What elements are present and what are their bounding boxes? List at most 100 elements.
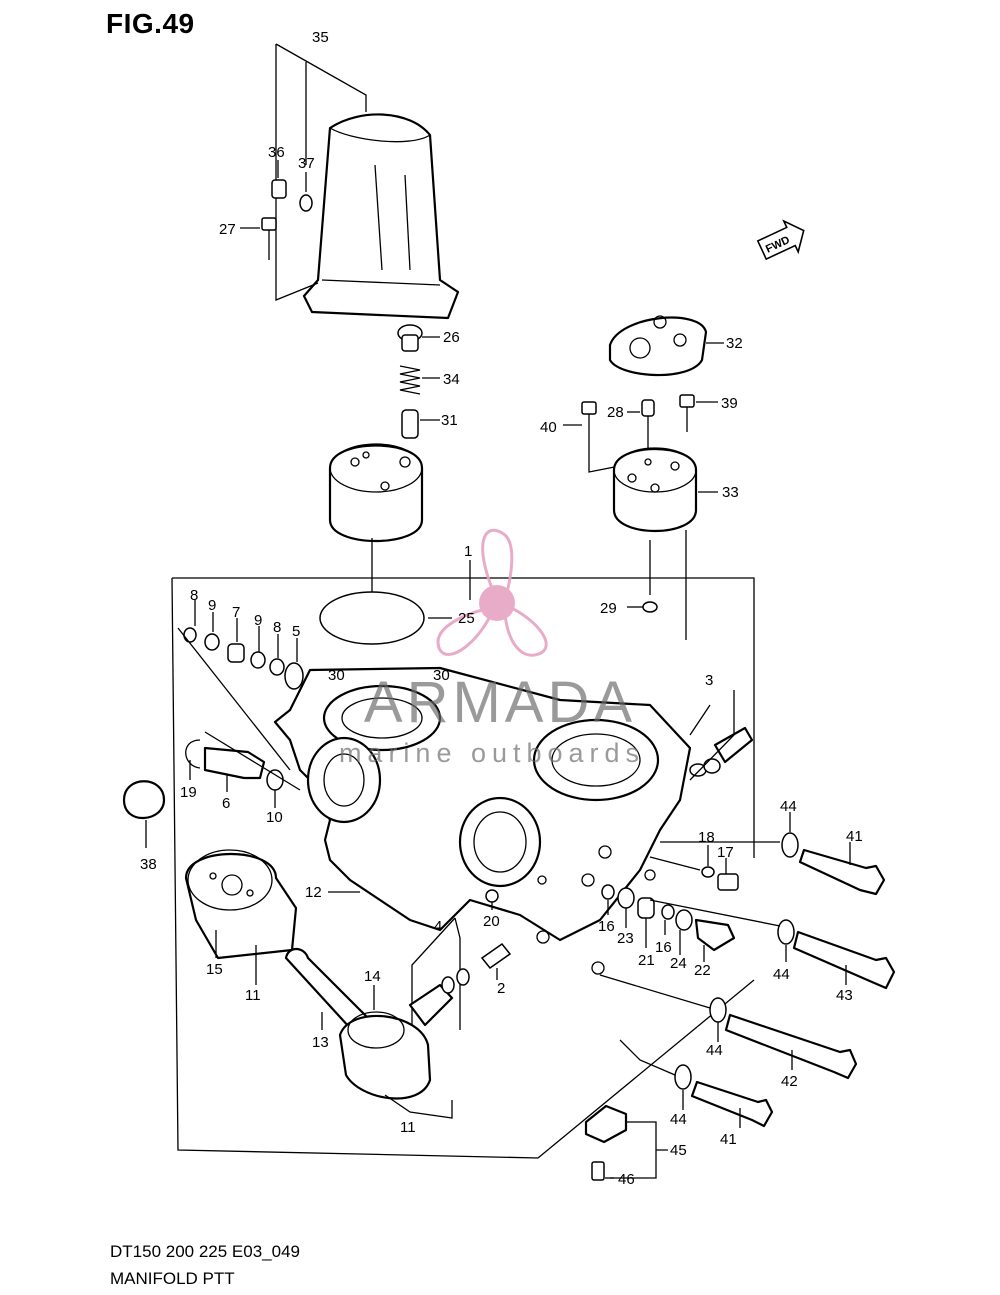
bolt-41a[interactable] xyxy=(798,848,886,896)
callout-16a: 16 xyxy=(598,918,615,935)
valve-body-33[interactable] xyxy=(612,447,698,533)
callout-12: 12 xyxy=(305,884,322,901)
callout-4: 4 xyxy=(434,918,442,935)
callout-8b: 8 xyxy=(273,619,281,636)
callout-5: 5 xyxy=(292,623,300,640)
figure-name: MANIFOLD PTT xyxy=(110,1269,235,1288)
callout-35: 35 xyxy=(312,29,329,46)
valve-26[interactable] xyxy=(397,324,423,352)
callout-27: 27 xyxy=(219,221,236,238)
callout-1: 1 xyxy=(464,543,472,560)
valve-28[interactable] xyxy=(641,399,655,417)
callout-24: 24 xyxy=(670,955,687,972)
piston-14[interactable] xyxy=(338,1011,432,1100)
circlip-19[interactable] xyxy=(185,739,201,769)
callout-42: 42 xyxy=(781,1073,798,1090)
figure-caption: DT150 200 225 E03_049 MANIFOLD PTT xyxy=(110,1238,300,1292)
leader-lines xyxy=(189,160,851,1179)
callout-6: 6 xyxy=(222,795,230,812)
oring-10[interactable] xyxy=(266,769,284,791)
bolt-36[interactable] xyxy=(271,179,287,199)
gear-plate-32[interactable] xyxy=(608,315,708,377)
leader-35 xyxy=(275,43,367,301)
valve-body-left[interactable] xyxy=(328,443,424,542)
callout-36: 36 xyxy=(268,144,285,161)
bolt-27[interactable] xyxy=(261,217,277,260)
watermark-tagline: marine outboards xyxy=(339,738,645,768)
callout-14: 14 xyxy=(364,968,381,985)
bolt-40[interactable] xyxy=(581,401,597,460)
model-code: DT150 200 225 E03_049 xyxy=(110,1242,300,1261)
callout-45: 45 xyxy=(670,1142,687,1159)
callout-16b: 16 xyxy=(655,939,672,956)
oring-25[interactable] xyxy=(319,591,425,645)
bolt-43[interactable] xyxy=(792,930,896,990)
callout-9b: 9 xyxy=(254,612,262,629)
valve-6[interactable] xyxy=(203,746,266,780)
callout-30b: 30 xyxy=(433,667,450,684)
valve-parts-right[interactable] xyxy=(601,866,739,952)
watermark-brand: ARMADA xyxy=(364,670,636,735)
washer-44b[interactable] xyxy=(777,919,795,945)
callout-44d: 44 xyxy=(670,1111,687,1128)
callout-46: 46 xyxy=(618,1171,635,1188)
callout-44b: 44 xyxy=(773,966,790,983)
screw-46[interactable] xyxy=(591,1161,605,1181)
callout-26: 26 xyxy=(443,329,460,346)
callout-33: 33 xyxy=(722,484,739,501)
callout-40: 40 xyxy=(540,419,557,436)
callout-34: 34 xyxy=(443,371,460,388)
callout-25: 25 xyxy=(458,610,475,627)
callout-28: 28 xyxy=(607,404,624,421)
callout-11a: 11 xyxy=(245,987,261,1004)
washer-44a[interactable] xyxy=(781,832,799,858)
callout-44c: 44 xyxy=(706,1042,723,1059)
spring-pin-group-left[interactable] xyxy=(183,627,304,690)
valve-4[interactable] xyxy=(408,968,470,1027)
spring-34[interactable] xyxy=(399,365,421,395)
callout-21: 21 xyxy=(638,952,655,969)
callout-44a: 44 xyxy=(780,798,797,815)
plug-2[interactable] xyxy=(480,942,512,970)
callout-11b: 11 xyxy=(400,1119,416,1136)
callout-2: 2 xyxy=(497,980,505,997)
sleeve-31[interactable] xyxy=(401,409,419,439)
callout-8a: 8 xyxy=(190,587,198,604)
callout-10: 10 xyxy=(266,809,283,826)
fwd-arrow-icon: FWD xyxy=(756,219,805,261)
callout-18: 18 xyxy=(698,829,715,846)
manifold-body-1[interactable] xyxy=(273,666,692,975)
enclosure-frame xyxy=(171,577,755,1159)
callout-38: 38 xyxy=(140,856,157,873)
valve-3[interactable] xyxy=(689,726,754,777)
callout-labels: 35 36 37 27 26 34 31 32 40 28 39 33 1 29… xyxy=(140,29,863,1188)
callout-41b: 41 xyxy=(720,1131,737,1148)
callout-29: 29 xyxy=(600,600,617,617)
bolt-42[interactable] xyxy=(724,1013,858,1080)
plug-20[interactable] xyxy=(485,889,499,903)
callout-19: 19 xyxy=(180,784,197,801)
washer-44d[interactable] xyxy=(674,1064,692,1090)
figure-title: FIG.49 xyxy=(106,8,195,39)
callout-31: 31 xyxy=(441,412,458,429)
cap-38[interactable] xyxy=(122,780,166,820)
callout-13: 13 xyxy=(312,1034,329,1051)
bolt-41b[interactable] xyxy=(690,1080,774,1128)
propeller-icon xyxy=(436,528,548,657)
callout-23: 23 xyxy=(617,930,634,947)
bolt-39[interactable] xyxy=(679,394,695,432)
washer-44c[interactable] xyxy=(709,997,727,1023)
piston-15[interactable] xyxy=(184,849,298,960)
callout-37: 37 xyxy=(298,155,315,172)
callout-30a: 30 xyxy=(328,667,345,684)
callout-3: 3 xyxy=(705,672,713,689)
callout-7: 7 xyxy=(232,604,240,621)
callout-20: 20 xyxy=(483,913,500,930)
oring-29[interactable] xyxy=(642,601,658,613)
reservoir-cover[interactable] xyxy=(302,113,460,320)
callout-43: 43 xyxy=(836,987,853,1004)
callout-32: 32 xyxy=(726,335,743,352)
washer-37[interactable] xyxy=(299,194,313,212)
bracket-45[interactable] xyxy=(584,1104,628,1144)
